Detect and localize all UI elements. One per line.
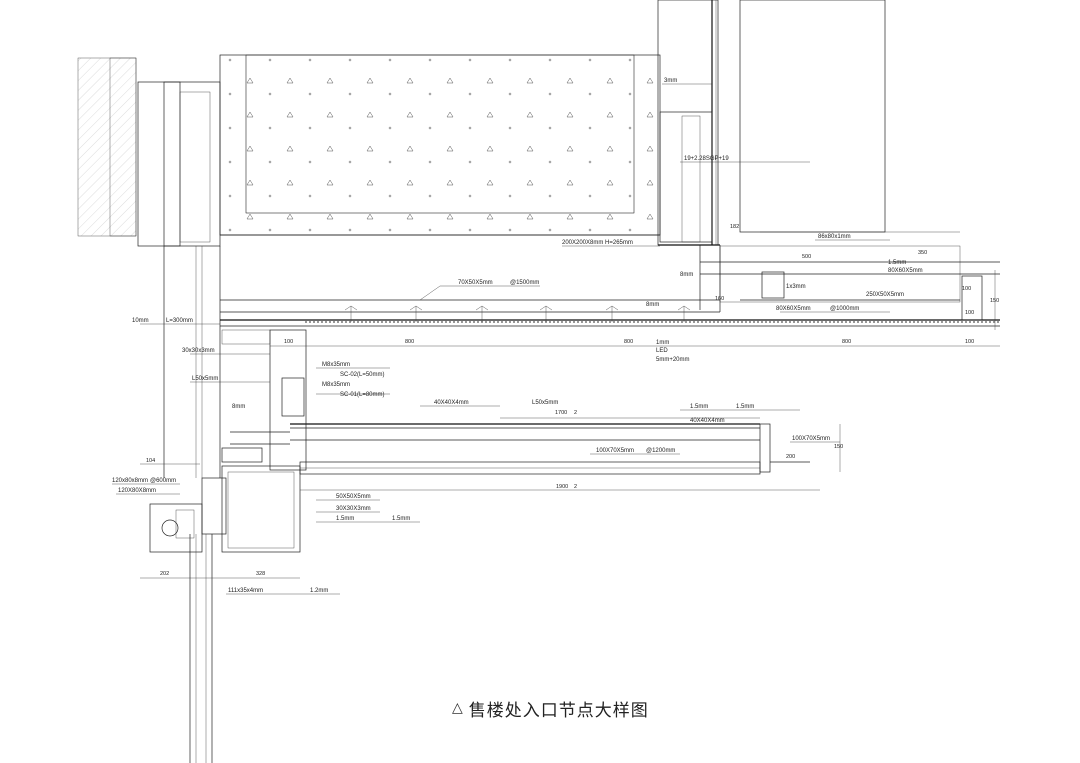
label-1mm: 1mm	[656, 340, 669, 346]
label-1x3: 1x3mm	[786, 284, 806, 290]
label-86x80: 86x80x1mm	[818, 234, 851, 240]
dim-200: 200	[786, 454, 795, 460]
left-wall	[77, 57, 137, 237]
dim-328: 328	[256, 571, 265, 577]
label-8mm-c: 8mm	[232, 404, 245, 410]
label-600: @600mm	[150, 478, 176, 484]
right-wall	[657, 0, 886, 246]
label-sc02: SC-02(L=50mm)	[340, 372, 385, 378]
label-50x50: 50X50X5mm	[336, 494, 371, 500]
label-1-5mm-c: 1.5mm	[736, 404, 754, 410]
dimension-lines	[140, 231, 1000, 579]
label-30x30b: 30X30X3mm	[336, 506, 371, 512]
label-1-5mm-top: 1.5mm	[888, 260, 906, 266]
label-l300: L=300mm	[166, 318, 193, 324]
label-100x70b: 100X70X5mm	[596, 448, 634, 454]
leader-lines	[112, 83, 890, 595]
label-m8x35b: M8x35mm	[322, 382, 350, 388]
label-30x30: 30x30x3mm	[182, 348, 215, 354]
label-120x80: 120x80x8mm	[112, 478, 148, 484]
drawing-title-block: △ 售楼处入口节点大样图	[452, 693, 649, 723]
label-1-5mm-e: 1.5mm	[392, 516, 410, 522]
title-marker-icon: △	[452, 700, 463, 716]
label-8mm-b: 8mm	[646, 302, 659, 308]
label-80x60b: 80X60X5mm	[776, 306, 811, 312]
label-80x60: 80X60X5mm	[888, 268, 923, 274]
dim-2b: 2	[574, 484, 577, 490]
dim-104: 104	[146, 458, 155, 464]
dim-2: 2	[574, 410, 577, 416]
label-1000: @1000mm	[830, 306, 859, 312]
label-10mm: 10mm	[132, 318, 149, 324]
label-3mm: 3mm	[664, 78, 677, 84]
label-glass-spec: 19+2.28SGP+19	[684, 156, 729, 162]
label-250x50: 250X50X5mm	[866, 292, 904, 298]
dim-1700: 1700	[555, 410, 567, 416]
label-8mm: 8mm	[680, 272, 693, 278]
dim-100a: 100	[284, 339, 293, 345]
dim-100b: 100	[965, 339, 974, 345]
dimension-texts: 100 800 800 800 100 100 150 100 104 202 …	[146, 224, 999, 577]
dim-150b: 150	[834, 444, 843, 450]
label-100x70: 100X70X5mm	[792, 436, 830, 442]
canopy-structure	[220, 244, 1000, 327]
dim-202: 202	[160, 571, 169, 577]
label-40x40: 40X40X4mm	[434, 400, 469, 406]
dim-800c: 800	[842, 339, 851, 345]
dim-500: 500	[802, 254, 811, 260]
label-111x35: 111x35x4mm	[228, 588, 263, 594]
label-sc01: SC-01(L=80mm)	[340, 392, 385, 398]
label-1500: @1500mm	[510, 280, 539, 286]
dim-100d: 100	[962, 286, 971, 292]
label-embed-plate: 200X200X8mm H=265mm	[562, 240, 633, 246]
label-led: LED	[656, 348, 668, 354]
label-1-5mm-b: 1.5mm	[690, 404, 708, 410]
label-5mm-20mm: 5mm+20mm	[656, 357, 690, 363]
dim-100c: 100	[965, 310, 974, 316]
dim-350: 350	[918, 250, 927, 256]
dim-800b: 800	[624, 339, 633, 345]
entrance-frame-column	[137, 81, 221, 478]
dim-182: 182	[730, 224, 739, 230]
dim-1900: 1900	[556, 484, 568, 490]
dim-160: 160	[715, 296, 724, 302]
label-l50x5: L50x5mm	[192, 376, 218, 382]
label-1200: @1200mm	[646, 448, 675, 454]
central-beam	[219, 54, 661, 236]
label-70x50: 70X50X5mm	[458, 280, 493, 286]
drawing-title: 售楼处入口节点大样图	[468, 700, 649, 721]
label-120x80b: 120X80X8mm	[118, 488, 156, 494]
label-l50x5b: L50x5mm	[532, 400, 558, 406]
label-1-5mm-d: 1.5mm	[336, 516, 354, 522]
label-40x40b: 40X40X4mm	[690, 418, 725, 424]
lower-block	[149, 465, 301, 763]
dim-800a: 800	[405, 339, 414, 345]
label-1-2mm: 1.2mm	[310, 588, 328, 594]
annotation-labels: 3mm 19+2.28SGP+19 200X200X8mm H=265mm 86…	[112, 78, 923, 594]
bolts	[344, 305, 691, 322]
dim-150: 150	[990, 298, 999, 304]
lower-canopy	[221, 329, 810, 475]
label-m8x35: M8x35mm	[322, 362, 350, 368]
